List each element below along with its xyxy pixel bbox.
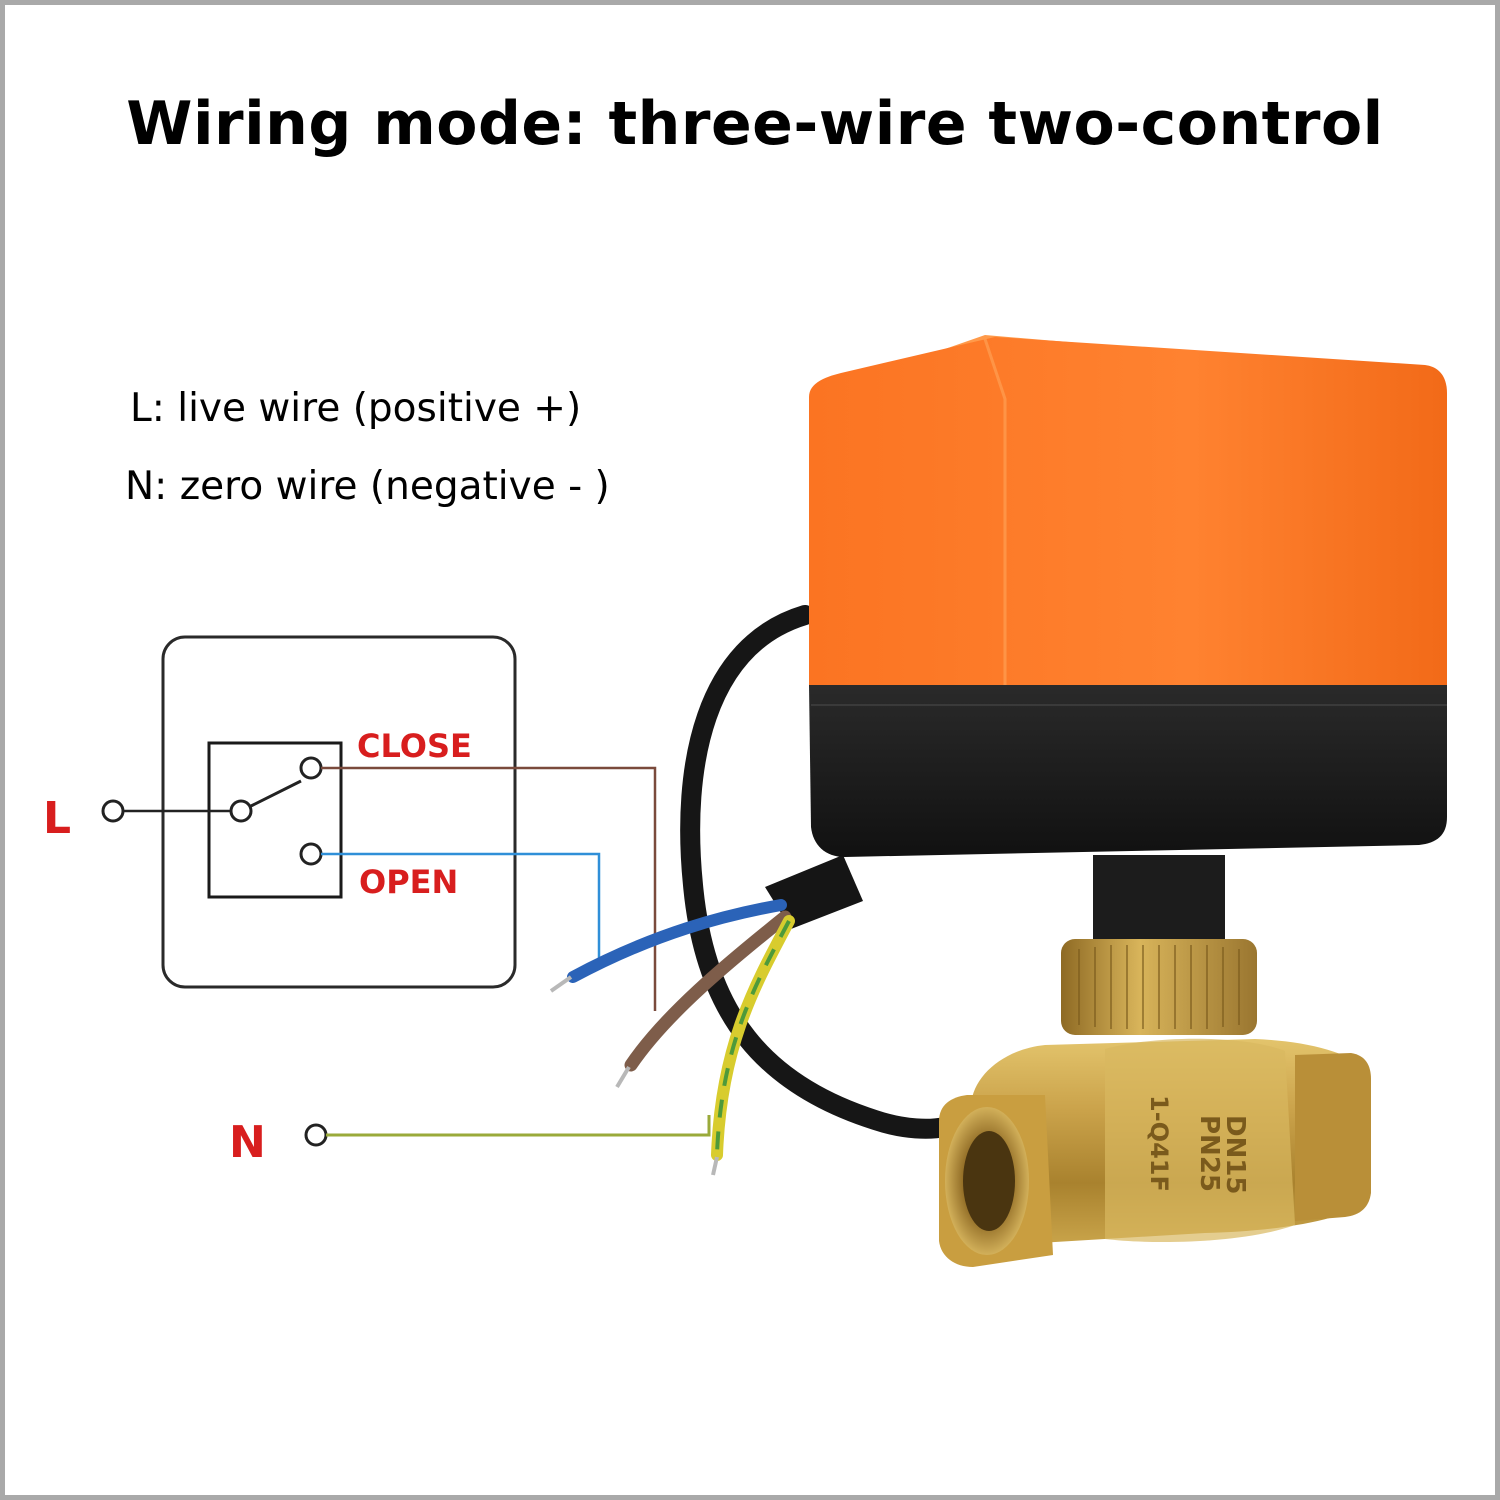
brown-wire-tip [615,1065,631,1089]
valve-right-end [1295,1053,1371,1221]
brown-wire [624,910,792,1072]
open-wire-line [321,852,601,967]
actuator-edge-highlight [983,338,1007,685]
actuator-housing [809,337,1447,685]
valve-markings: DN15 PN25 [1194,1115,1250,1195]
close-wire-line [321,766,657,1011]
switch-common-contact [229,799,253,823]
yellow-green-wire-tip [711,1156,719,1176]
yellow-green-stripe [715,920,791,1156]
neutral-wire-line [326,1115,711,1137]
diagram-title: Wiring mode: three-wire two-control [126,89,1384,159]
actuator-base [809,685,1447,857]
valve-marking-model: 1-Q41F [1145,1095,1173,1192]
switch-lever [250,779,302,808]
open-label: OPEN [359,863,458,901]
black-cable [680,605,955,1139]
legend-live-wire: L: live wire (positive +) [130,386,582,431]
terminal-n-label: N [229,1117,266,1168]
switch-open-contact [299,842,323,866]
valve-marking-pn: PN25 [1194,1115,1224,1192]
close-label: CLOSE [357,727,472,765]
terminal-l-label: L [43,793,71,844]
cable-jacket [765,855,863,929]
terminal-l [101,799,125,823]
valve-center-bulge [1105,1038,1295,1243]
switch-close-contact [299,756,323,780]
blue-wire-tip [549,975,573,993]
legend-zero-wire: N: zero wire (negative - ) [125,464,610,509]
wiring-schematic: L CLOSE OPEN N [43,335,1447,1267]
switch-body [207,741,343,899]
valve-marking-model-group: 1-Q41F [1145,1095,1173,1192]
knurl-pattern [1078,945,1240,1029]
valve-marking-dn: DN15 [1220,1115,1250,1195]
blue-wire [567,899,787,983]
terminal-n [304,1123,328,1147]
valve-port-inner [963,1131,1015,1231]
